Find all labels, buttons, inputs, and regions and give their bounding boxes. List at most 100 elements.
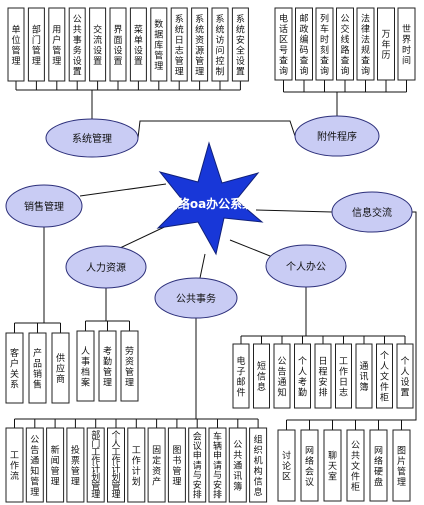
leaf-box: 日程安排 (314, 343, 332, 409)
leaf-label: 投票管理 (71, 444, 80, 488)
category-label: 个人办公 (286, 260, 326, 273)
leaf-label: 系统访问控制 (215, 14, 224, 78)
leaf-label: 公交线路查询 (340, 13, 349, 77)
leaf-box: 邮政编码查询 (295, 7, 313, 81)
leaf-label: 固定资产 (152, 445, 161, 488)
leaf-label: 短信息 (257, 360, 266, 393)
leaf-box: 人事档案 (76, 330, 95, 402)
leaf-box: 个人考勤 (294, 343, 311, 409)
leaf-box: 会议申请与安排 (188, 427, 207, 503)
leaf-box: 部门工作计划管理 (86, 427, 105, 503)
leaf-label: 系统安全设置 (236, 14, 245, 78)
leaf-box: 电子邮件 (232, 343, 250, 409)
leaf-box: 投票管理 (66, 427, 85, 503)
leaf-box: 图书管理 (167, 427, 186, 503)
leaf-label: 通讯簿 (359, 361, 368, 393)
category-label: 公共事务 (176, 292, 216, 305)
leaf-box: 界面设置 (109, 7, 127, 82)
category-system-mgmt: 系统管理 (45, 118, 139, 158)
leaf-label: 列车时刻查询 (320, 12, 329, 77)
leaf-label: 工作计划 (132, 446, 141, 488)
leaf-box: 组织机构信息 (249, 427, 268, 503)
leaf-label: 系统日志管理 (175, 14, 184, 78)
leaf-box: 聊天室 (323, 429, 342, 502)
leaf-label: 电子邮件 (236, 355, 245, 399)
leaf-box: 公告通知 (273, 343, 291, 409)
leaf-label: 个人考勤 (298, 356, 307, 399)
connector-line (199, 253, 206, 279)
leaf-box: 工作流 (5, 427, 24, 503)
leaf-label: 组织机构信息 (254, 433, 263, 498)
leaf-box: 公共通讯簿 (228, 427, 247, 503)
leaf-box: 列车时刻查询 (315, 7, 334, 81)
leaf-label: 个人工作计划管理 (111, 430, 120, 501)
leaf-box: 短信息 (253, 343, 270, 409)
leaf-label: 图片管理 (397, 445, 406, 488)
leaf-label: 讨论区 (282, 450, 291, 483)
leaf-box: 公告通知管理 (25, 427, 44, 503)
connector-line (137, 120, 296, 139)
leaf-label: 部门管理 (32, 23, 41, 67)
leaf-label: 公共通讯簿 (233, 440, 242, 493)
leaf-label: 公告通知 (277, 356, 286, 399)
category-info-exchange: 信息交流 (331, 191, 413, 233)
leaf-label: 产品销售 (33, 347, 42, 391)
leaf-box: 部门管理 (27, 7, 45, 82)
leaf-box: 新闻管理 (46, 427, 65, 503)
category-label: 附件程序 (317, 130, 357, 143)
leaf-label: 新闻管理 (51, 444, 60, 488)
leaf-label: 法律法规查询 (361, 12, 370, 77)
leaf-box: 单位管理 (7, 7, 25, 82)
connector-line (79, 183, 167, 197)
category-public-affairs: 公共事务 (154, 277, 238, 319)
leaf-label: 个人设置 (400, 356, 409, 399)
leaf-box: 个人设置 (396, 343, 414, 409)
leaf-box: 图片管理 (392, 429, 411, 502)
category-personal: 个人办公 (265, 244, 347, 288)
center-title: 网络oa办公系统 (166, 196, 254, 211)
leaf-box: 菜单设置 (129, 7, 147, 82)
leaf-label: 考勤管理 (103, 346, 112, 389)
leaf-boxes: 单位管理部门管理用户管理公共事务设置交流设置界面设置菜单设置数据库管理系统日志管… (5, 7, 416, 503)
leaf-label: 人事档案 (81, 346, 90, 389)
leaf-label: 单位管理 (11, 23, 20, 67)
leaf-label: 工作日志 (339, 357, 348, 399)
leaf-box: 网络硬盘 (369, 429, 388, 502)
category-sales: 销售管理 (5, 184, 83, 228)
leaf-box: 公交线路查询 (336, 7, 354, 81)
connector-line (401, 211, 417, 421)
leaf-box: 系统资源管理 (191, 7, 209, 82)
leaf-label: 车辆申请与安排 (213, 430, 222, 500)
leaf-box: 网络会议 (300, 429, 319, 502)
leaf-label: 会议申请与安排 (193, 430, 202, 500)
leaf-box: 讨论区 (277, 429, 296, 502)
leaf-label: 公告通知管理 (30, 434, 39, 498)
leaf-label: 菜单设置 (134, 23, 143, 67)
leaf-box: 数据库管理 (150, 7, 168, 82)
leaf-box: 客户关系 (5, 332, 24, 404)
leaf-label: 日程安排 (318, 356, 327, 399)
leaf-label: 用户管理 (52, 24, 61, 67)
leaf-label: 供应商 (56, 352, 65, 385)
leaf-label: 公共事务设置 (73, 14, 82, 78)
leaf-box: 个人文件柜 (376, 343, 393, 409)
leaf-box: 个人工作计划管理 (107, 427, 125, 503)
leaf-box: 系统访问控制 (211, 7, 229, 82)
leaf-box: 工作日志 (335, 343, 352, 409)
leaf-box: 固定资产 (147, 427, 166, 503)
leaf-label: 客户关系 (10, 347, 19, 391)
leaf-label: 网络会议 (305, 445, 314, 488)
leaf-label: 界面设置 (113, 24, 122, 67)
leaf-label: 劳资管理 (125, 345, 134, 389)
center-star (156, 141, 264, 256)
leaf-label: 网络硬盘 (374, 445, 383, 488)
category-attachment: 附件程序 (294, 115, 380, 157)
leaf-label: 公共文件柜 (351, 440, 360, 493)
category-label: 销售管理 (24, 200, 64, 213)
leaf-box: 公共文件柜 (346, 429, 365, 502)
leaf-box: 万年历 (377, 7, 395, 81)
leaf-label: 邮政编码查询 (299, 12, 308, 77)
leaf-label: 聊天室 (328, 450, 337, 483)
leaf-box: 世界时间 (397, 7, 416, 81)
